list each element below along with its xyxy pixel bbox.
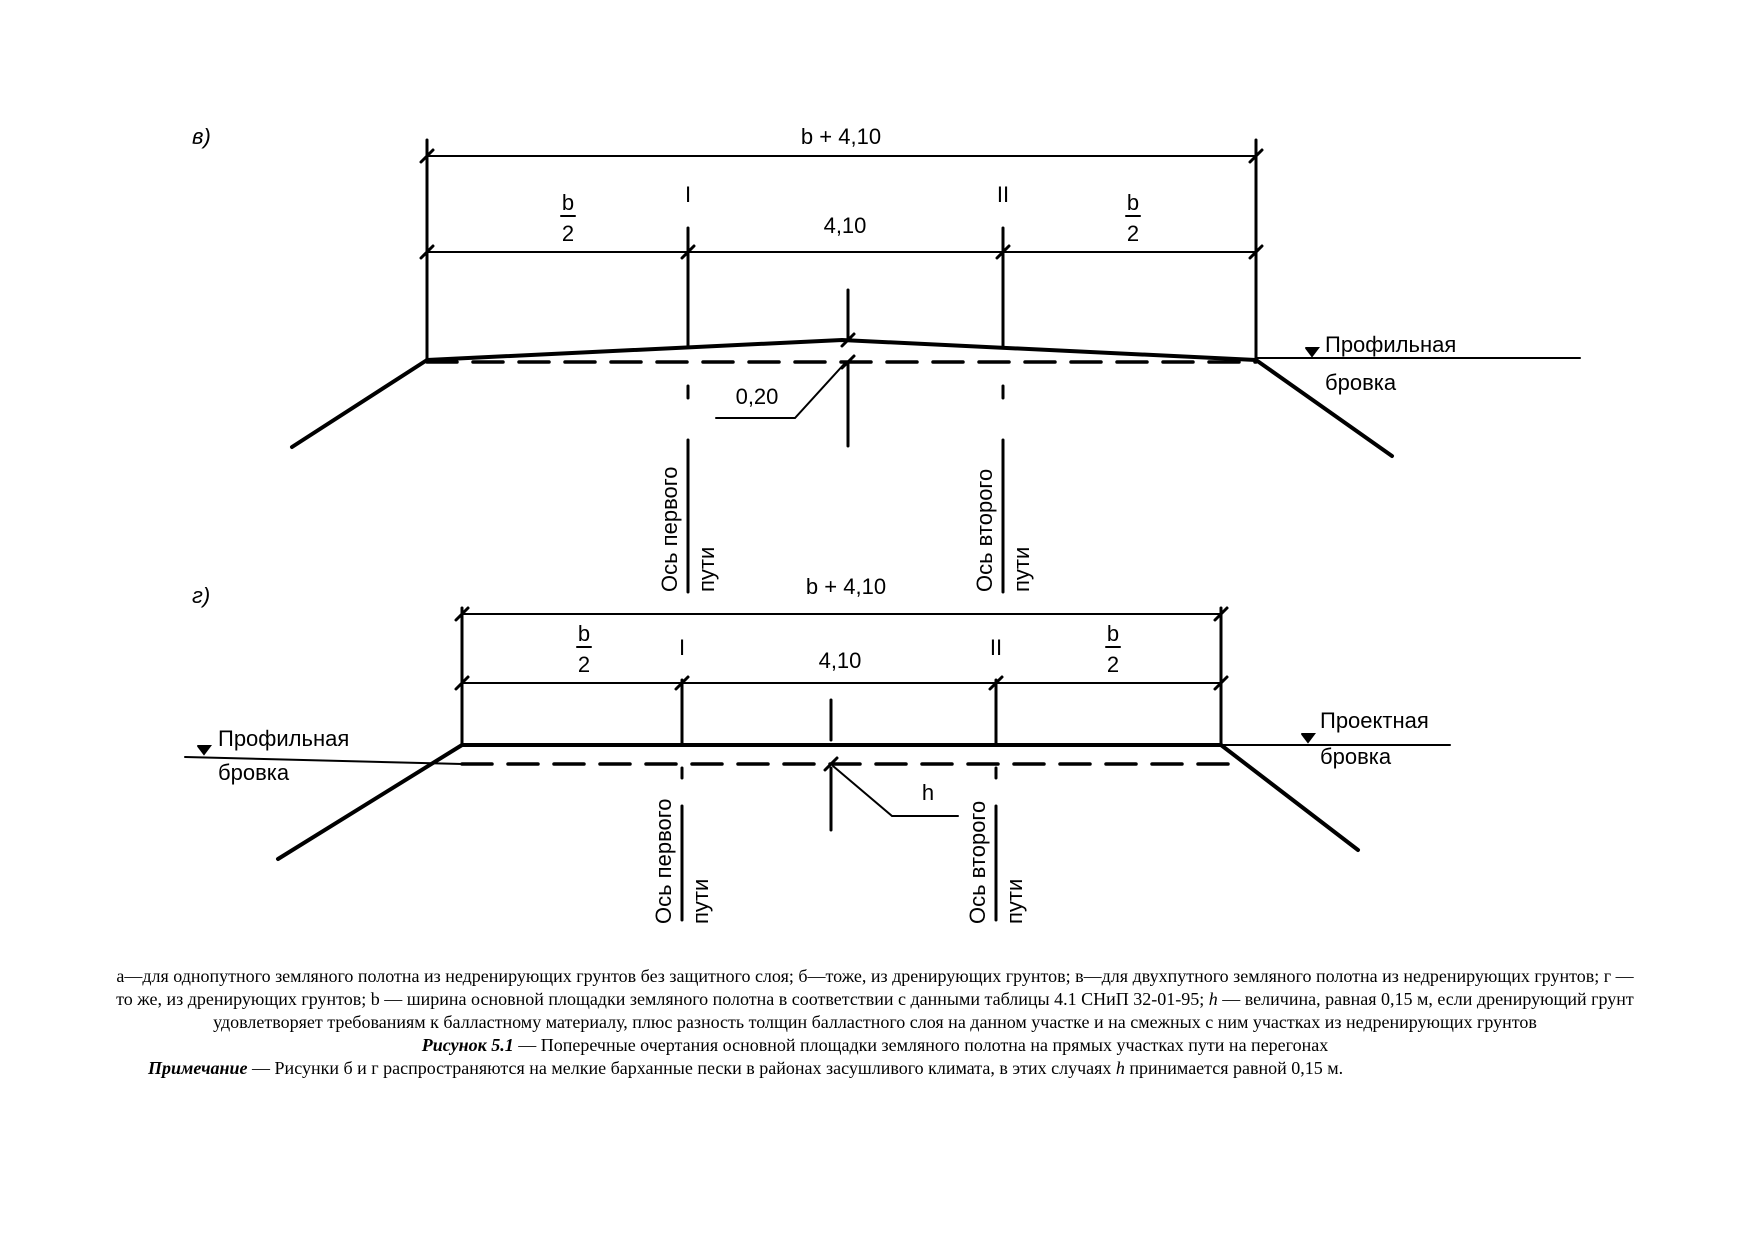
figure-v: в) b + 4,10 b 2 b 2 4,10 I II (192, 124, 1581, 594)
caption-note-text-2: принимается равной 0,15 м. (1124, 1058, 1344, 1078)
figure-v-half-right-den: 2 (1127, 221, 1139, 246)
caption-legend: а—для однопутного земляного полотна из н… (110, 965, 1640, 1034)
caption-note-text-1: — Рисунки б и г распространяются на мелк… (247, 1058, 1116, 1078)
figure-v-axis-one-label-line2: пути (694, 547, 719, 592)
figure-v-level-marker (1305, 347, 1320, 358)
figure-v-axis-two-label-line1: Ось второго (972, 469, 997, 592)
caption-figure-label: Рисунок 5.1 (421, 1035, 514, 1055)
caption-figure-title: Рисунок 5.1 — Поперечные очертания основ… (110, 1034, 1640, 1057)
figure-g-track-spacing-label: 4,10 (819, 648, 862, 673)
figure-g-track-two-mark: II (990, 635, 1002, 660)
figure-v-track-one-mark: I (685, 182, 691, 207)
figure-g-left-level-line (184, 756, 463, 765)
figure-g-right-edge-label-line1: Проектная (1320, 708, 1429, 733)
figure-g-tick (454, 606, 470, 622)
figure-g-axis-one-label-line2: пути (688, 879, 713, 924)
figure-g-half-right-num: b (1107, 621, 1119, 646)
figure-g-axis-two-label-line1: Ось второго (965, 801, 990, 924)
figure-g-tick (674, 675, 690, 691)
figure-g-tick (454, 675, 470, 691)
figure-v-axis-two-label-line2: пути (1009, 547, 1034, 592)
figure-v-axis-one-label-line1: Ось первого (657, 466, 682, 592)
figure-v-crown-height-label: 0,20 (736, 384, 779, 409)
figure-v-half-left-den: 2 (562, 221, 574, 246)
figure-v-right-slope (1254, 358, 1394, 458)
figure-g-tick (823, 756, 839, 772)
figure-v-tick (419, 244, 435, 260)
figure-v-left-slope (290, 358, 429, 449)
figure-g-axis-one-label-line1: Ось первого (651, 798, 676, 924)
figure-v-half-left-num: b (562, 190, 574, 215)
figure-v-tick (1248, 244, 1264, 260)
figure-v-half-right-num: b (1127, 190, 1139, 215)
figure-v-subgrade-surface (425, 337, 1258, 362)
figure-g-half-left-den: 2 (578, 652, 590, 677)
caption-legend-text: а—для однопутного земляного полотна из н… (116, 966, 1634, 1009)
figure-g-right-level-marker (1301, 733, 1316, 744)
figure-g-right-slope (1219, 743, 1360, 852)
figure-g-total-width-label: b + 4,10 (806, 574, 886, 599)
figure-g-left-edge-label-line1: Профильная (218, 726, 349, 751)
caption-note: Примечание — Рисунки б и г распространяю… (110, 1057, 1640, 1080)
figure-v-tick (995, 244, 1011, 260)
figure-v-total-width-label: b + 4,10 (801, 124, 881, 149)
figure-caption: а—для однопутного земляного полотна из н… (110, 965, 1640, 1080)
figure-v-crown-leader (715, 361, 847, 419)
caption-figure-title-text: — Поперечные очертания основной площадки… (513, 1035, 1329, 1055)
figure-g-half-left-num: b (578, 621, 590, 646)
figure-v-tick (419, 148, 435, 164)
figure-g-right-edge-label-line2: бровка (1320, 744, 1392, 769)
figure-v-panel-label: в) (192, 124, 211, 149)
figure-v-track-two-mark: II (997, 182, 1009, 207)
caption-note-label: Примечание (148, 1058, 248, 1078)
figure-v-tick (840, 332, 856, 348)
figure-v-tick (840, 354, 856, 370)
figure-g-panel-label: г) (192, 583, 210, 608)
figure-g-depth-label: h (922, 780, 934, 805)
figure-v-tick (680, 244, 696, 260)
figure-g-half-right-den: 2 (1107, 652, 1119, 677)
figure-g-axis-two-label-line2: пути (1002, 879, 1027, 924)
figure-g: г) b + 4,10 b 2 b 2 4,10 I II (184, 574, 1451, 924)
figure-v-edge-label-line2: бровка (1325, 370, 1397, 395)
figure-v-tick (1248, 148, 1264, 164)
figure-v-track-spacing-label: 4,10 (824, 213, 867, 238)
caption-note-h: h (1115, 1058, 1125, 1078)
figure-g-tick (1213, 675, 1229, 691)
figure-g-tick (988, 675, 1004, 691)
figure-g-depth-leader (832, 765, 959, 817)
figure-g-left-edge-label-line2: бровка (218, 760, 290, 785)
figure-g-track-one-mark: I (679, 635, 685, 660)
figure-g-tick (1213, 606, 1229, 622)
caption-legend-h: h (1208, 989, 1218, 1009)
figure-g-left-level-marker (197, 745, 212, 756)
figure-v-edge-label-line1: Профильная (1325, 332, 1456, 357)
caption-legend-rest: — величина, равная 0,15 м, если дренирую… (213, 989, 1634, 1032)
